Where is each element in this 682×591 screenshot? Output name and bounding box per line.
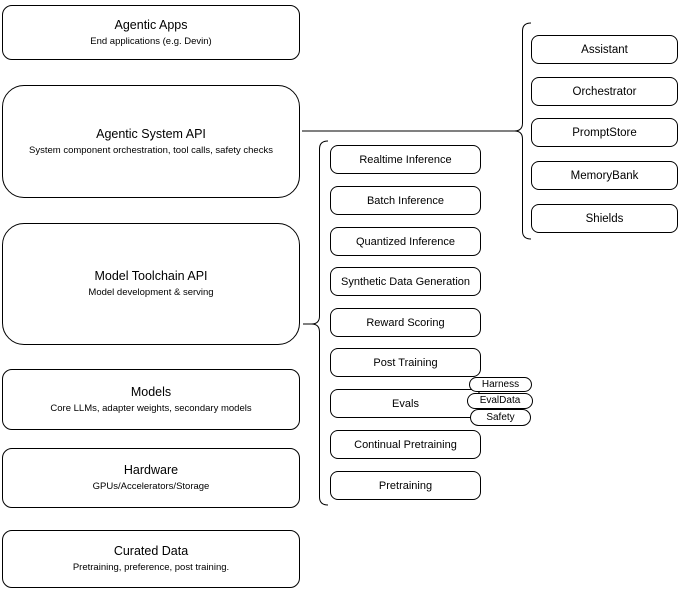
node-title: Agentic System API bbox=[96, 126, 206, 141]
node-title: Agentic Apps bbox=[114, 17, 188, 32]
toolchain-item-batch-inference: Batch Inference bbox=[330, 186, 481, 215]
toolchain-item-post-training: Post Training bbox=[330, 348, 481, 377]
node-models: Models Core LLMs, adapter weights, secon… bbox=[2, 369, 300, 430]
toolchain-item-continual-pretraining: Continual Pretraining bbox=[330, 430, 481, 459]
node-agentic-apps: Agentic Apps End applications (e.g. Devi… bbox=[2, 5, 300, 60]
toolchain-item-synthetic-data-generation: Synthetic Data Generation bbox=[330, 267, 481, 296]
node-subtitle: Pretraining, preference, post training. bbox=[72, 562, 230, 573]
node-agentic-system-api: Agentic System API System component orch… bbox=[2, 85, 300, 198]
node-subtitle: Model development & serving bbox=[88, 287, 214, 298]
system-component-shields: Shields bbox=[531, 204, 678, 233]
node-title: Hardware bbox=[123, 463, 179, 477]
toolchain-item-evals: Evals bbox=[330, 389, 481, 418]
toolchain-item-pretraining: Pretraining bbox=[330, 471, 481, 500]
node-subtitle: System component orchestration, tool cal… bbox=[29, 144, 273, 156]
evals-tag-evaldata: EvalData bbox=[467, 393, 533, 409]
evals-tag-safety: Safety bbox=[470, 409, 531, 426]
system-component-assistant: Assistant bbox=[531, 35, 678, 64]
evals-tag-harness: Harness bbox=[469, 377, 532, 392]
system-brace bbox=[514, 22, 532, 240]
node-curated-data: Curated Data Pretraining, preference, po… bbox=[2, 530, 300, 588]
node-title: Model Toolchain API bbox=[94, 269, 208, 283]
system-component-promptstore: PromptStore bbox=[531, 118, 678, 147]
node-subtitle: End applications (e.g. Devin) bbox=[90, 35, 212, 47]
node-subtitle: Core LLMs, adapter weights, secondary mo… bbox=[50, 402, 252, 414]
toolchain-brace bbox=[311, 140, 329, 506]
toolchain-item-realtime-inference: Realtime Inference bbox=[330, 145, 481, 174]
node-subtitle: GPUs/Accelerators/Storage bbox=[92, 481, 210, 492]
toolchain-item-quantized-inference: Quantized Inference bbox=[330, 227, 481, 256]
system-component-memorybank: MemoryBank bbox=[531, 161, 678, 190]
node-title: Models bbox=[130, 384, 172, 399]
toolchain-item-reward-scoring: Reward Scoring bbox=[330, 308, 481, 337]
node-model-toolchain-api: Model Toolchain API Model development & … bbox=[2, 223, 300, 345]
node-hardware: Hardware GPUs/Accelerators/Storage bbox=[2, 448, 300, 508]
node-title: Curated Data bbox=[113, 544, 189, 558]
system-component-orchestrator: Orchestrator bbox=[531, 77, 678, 106]
